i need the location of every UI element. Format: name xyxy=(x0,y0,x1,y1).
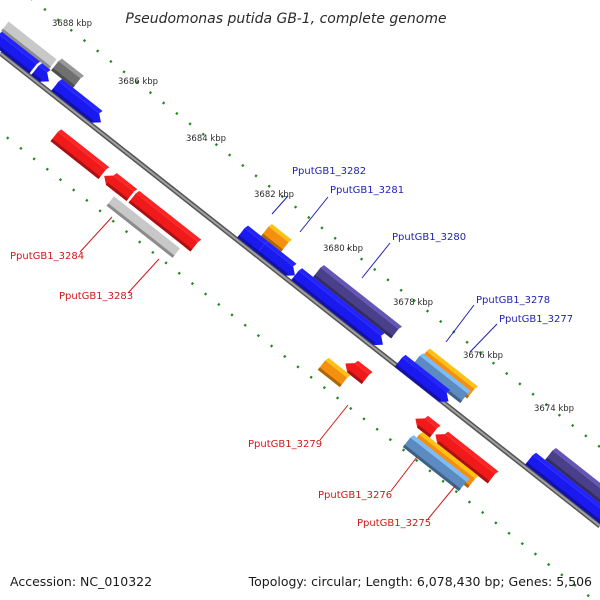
gene-feature-3276a[interactable] xyxy=(412,411,441,438)
scale-label-3688: 3688 kbp xyxy=(52,19,92,29)
gene-feature-darkgray[interactable] xyxy=(51,58,84,89)
gene-feature-3279[interactable] xyxy=(317,357,351,388)
gene-feature-purple-b[interactable] xyxy=(545,447,600,512)
gene-feature-3283[interactable] xyxy=(106,193,184,258)
gene-label-3280[interactable]: PputGB1_3280 xyxy=(392,232,466,243)
gene-feature-blue-c[interactable] xyxy=(51,78,107,127)
map-title: Pseudomonas putida GB-1, complete genome xyxy=(125,11,446,27)
gene-label-3278[interactable]: PputGB1_3278 xyxy=(476,295,550,306)
gene-feature-blue-b[interactable] xyxy=(31,63,55,87)
gene-feature-blue-d[interactable] xyxy=(394,354,455,406)
leader-lines xyxy=(79,195,498,520)
gene-feature-blue-a[interactable] xyxy=(0,31,41,74)
gene-feature-3281[interactable] xyxy=(257,241,301,280)
gene-labels: PputGB1_3282 PputGB1_3281 PputGB1_3280 P… xyxy=(10,166,573,529)
gene-features xyxy=(0,18,600,525)
gene-feature-3279a[interactable] xyxy=(342,356,373,385)
gene-label-3284[interactable]: PputGB1_3284 xyxy=(10,251,84,262)
gene-label-3277[interactable]: PputGB1_3277 xyxy=(499,314,573,325)
scale-label-3684: 3684 kbp xyxy=(186,134,226,144)
gene-feature-3276[interactable] xyxy=(432,427,499,484)
gene-feature-3280b[interactable] xyxy=(291,267,389,349)
scale-labels: 3688 kbp 3686 kbp 3684 kbp 3682 kbp 3680… xyxy=(52,19,574,414)
gene-feature-3284[interactable] xyxy=(50,129,110,180)
topology-text: Topology: circular; Length: 6,078,430 bp… xyxy=(248,574,592,589)
gene-feature-3282[interactable] xyxy=(261,223,292,252)
accession-text: Accession: NC_010322 xyxy=(10,574,152,589)
scale-label-3682: 3682 kbp xyxy=(254,190,294,200)
gene-feature-gray-a[interactable] xyxy=(1,18,60,69)
scale-label-3676: 3676 kbp xyxy=(463,351,503,361)
scale-label-3686: 3686 kbp xyxy=(118,77,158,87)
gene-feature-3283-red[interactable] xyxy=(128,190,202,252)
scale-label-3680: 3680 kbp xyxy=(323,244,363,254)
gene-label-3283[interactable]: PputGB1_3283 xyxy=(59,291,133,302)
gene-label-3279[interactable]: PputGB1_3279 xyxy=(248,439,322,450)
gene-label-3281[interactable]: PputGB1_3281 xyxy=(330,185,404,196)
gene-feature-3275[interactable] xyxy=(402,434,470,492)
gene-label-3276[interactable]: PputGB1_3276 xyxy=(318,490,392,501)
gene-feature-blue-e[interactable] xyxy=(525,452,600,525)
genome-backbone xyxy=(0,51,600,528)
scale-label-3674: 3674 kbp xyxy=(534,404,574,414)
gene-label-3275[interactable]: PputGB1_3275 xyxy=(357,518,431,529)
gene-feature-3281a[interactable] xyxy=(237,225,269,254)
gene-feature-3284b[interactable] xyxy=(100,168,138,202)
scale-label-3678: 3678 kbp xyxy=(393,298,433,308)
gene-feature-3280[interactable] xyxy=(313,264,402,339)
gene-label-3282[interactable]: PputGB1_3282 xyxy=(292,166,366,177)
